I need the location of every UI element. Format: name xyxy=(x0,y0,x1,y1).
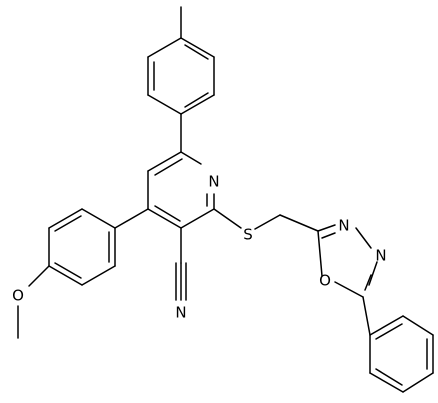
bond-s-ch2 xyxy=(254,214,281,230)
bond-ch2-oxadiazole xyxy=(279,214,319,232)
bond-methoxy-o xyxy=(28,265,50,287)
oxadiazole-n3-label: N xyxy=(338,217,349,235)
thioether-s-label: S xyxy=(243,226,253,244)
bond-pyridine-anisyl xyxy=(114,208,149,229)
tolyl-ring xyxy=(147,37,215,115)
oxadiazole-o1-label: O xyxy=(319,272,331,290)
methoxy-o-label: O xyxy=(12,287,24,305)
pyridine-ring xyxy=(147,151,215,229)
bond-oxadiazole-phenyl xyxy=(362,296,371,336)
anisyl-ring xyxy=(48,208,116,286)
oxadiazole-ring xyxy=(317,224,378,298)
bond-pyridine-s xyxy=(213,208,242,229)
pyridine-n-label: N xyxy=(208,173,219,191)
phenyl-ring xyxy=(369,315,434,393)
nitrile-n-label: N xyxy=(175,304,186,322)
oxadiazole-n4-label: N xyxy=(375,247,386,265)
